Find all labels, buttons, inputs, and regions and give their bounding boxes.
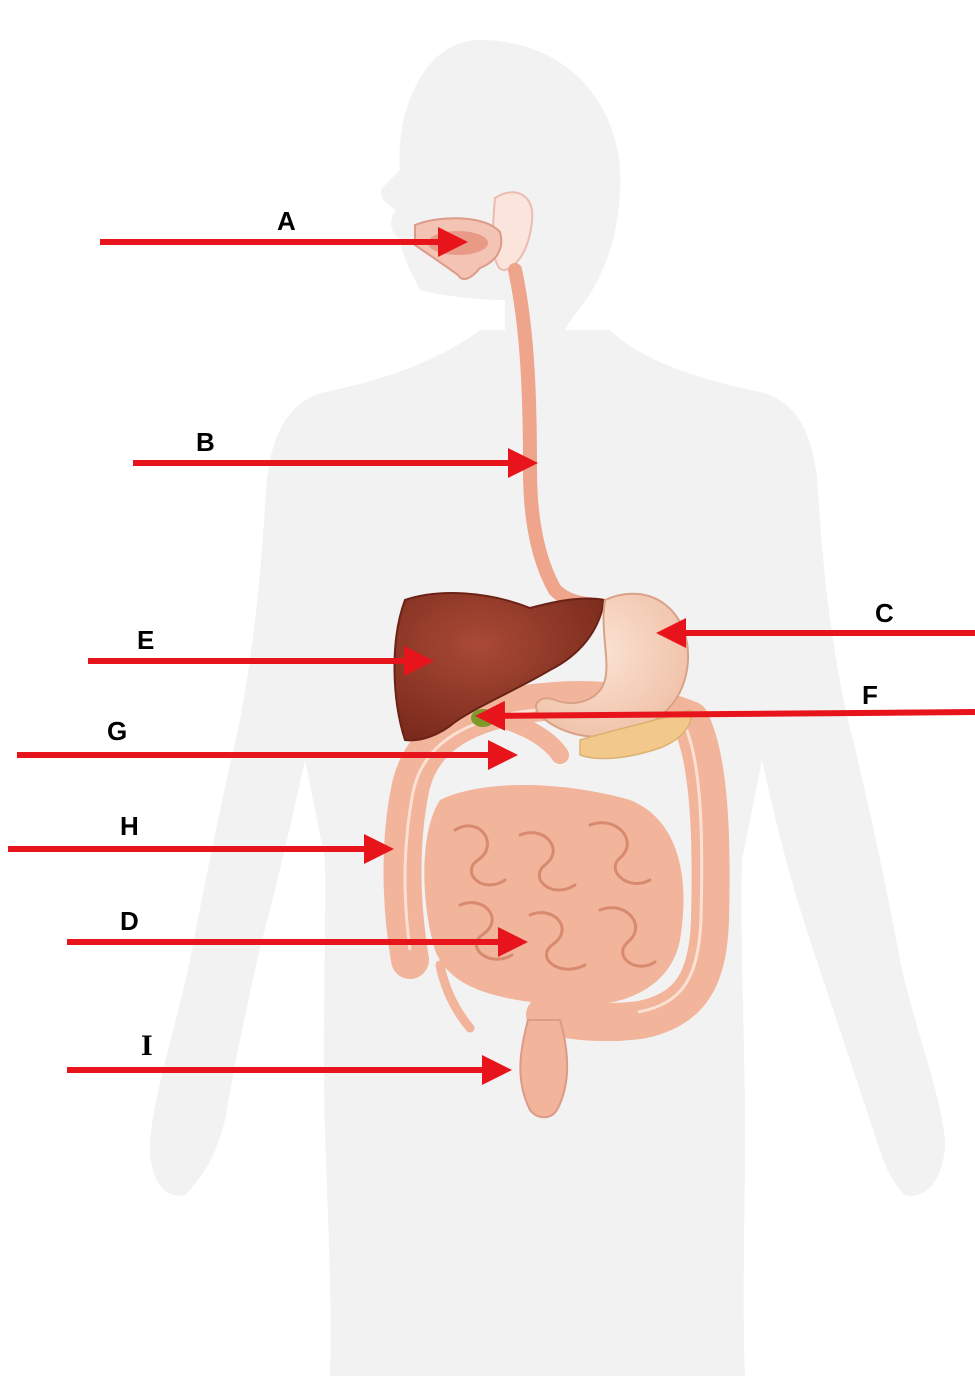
label-d: D xyxy=(120,908,139,934)
label-b: B xyxy=(196,429,215,455)
small-intestine-mass xyxy=(424,785,683,1006)
label-e: E xyxy=(137,627,154,653)
label-g: G xyxy=(107,718,127,744)
small-intestine xyxy=(424,785,683,1006)
label-f: F xyxy=(862,682,878,708)
label-c: C xyxy=(875,600,894,626)
label-h: H xyxy=(120,813,139,839)
arrow-f xyxy=(481,712,975,716)
label-a: A xyxy=(277,208,296,234)
label-i: I xyxy=(141,1031,153,1061)
rectum xyxy=(520,1020,567,1117)
